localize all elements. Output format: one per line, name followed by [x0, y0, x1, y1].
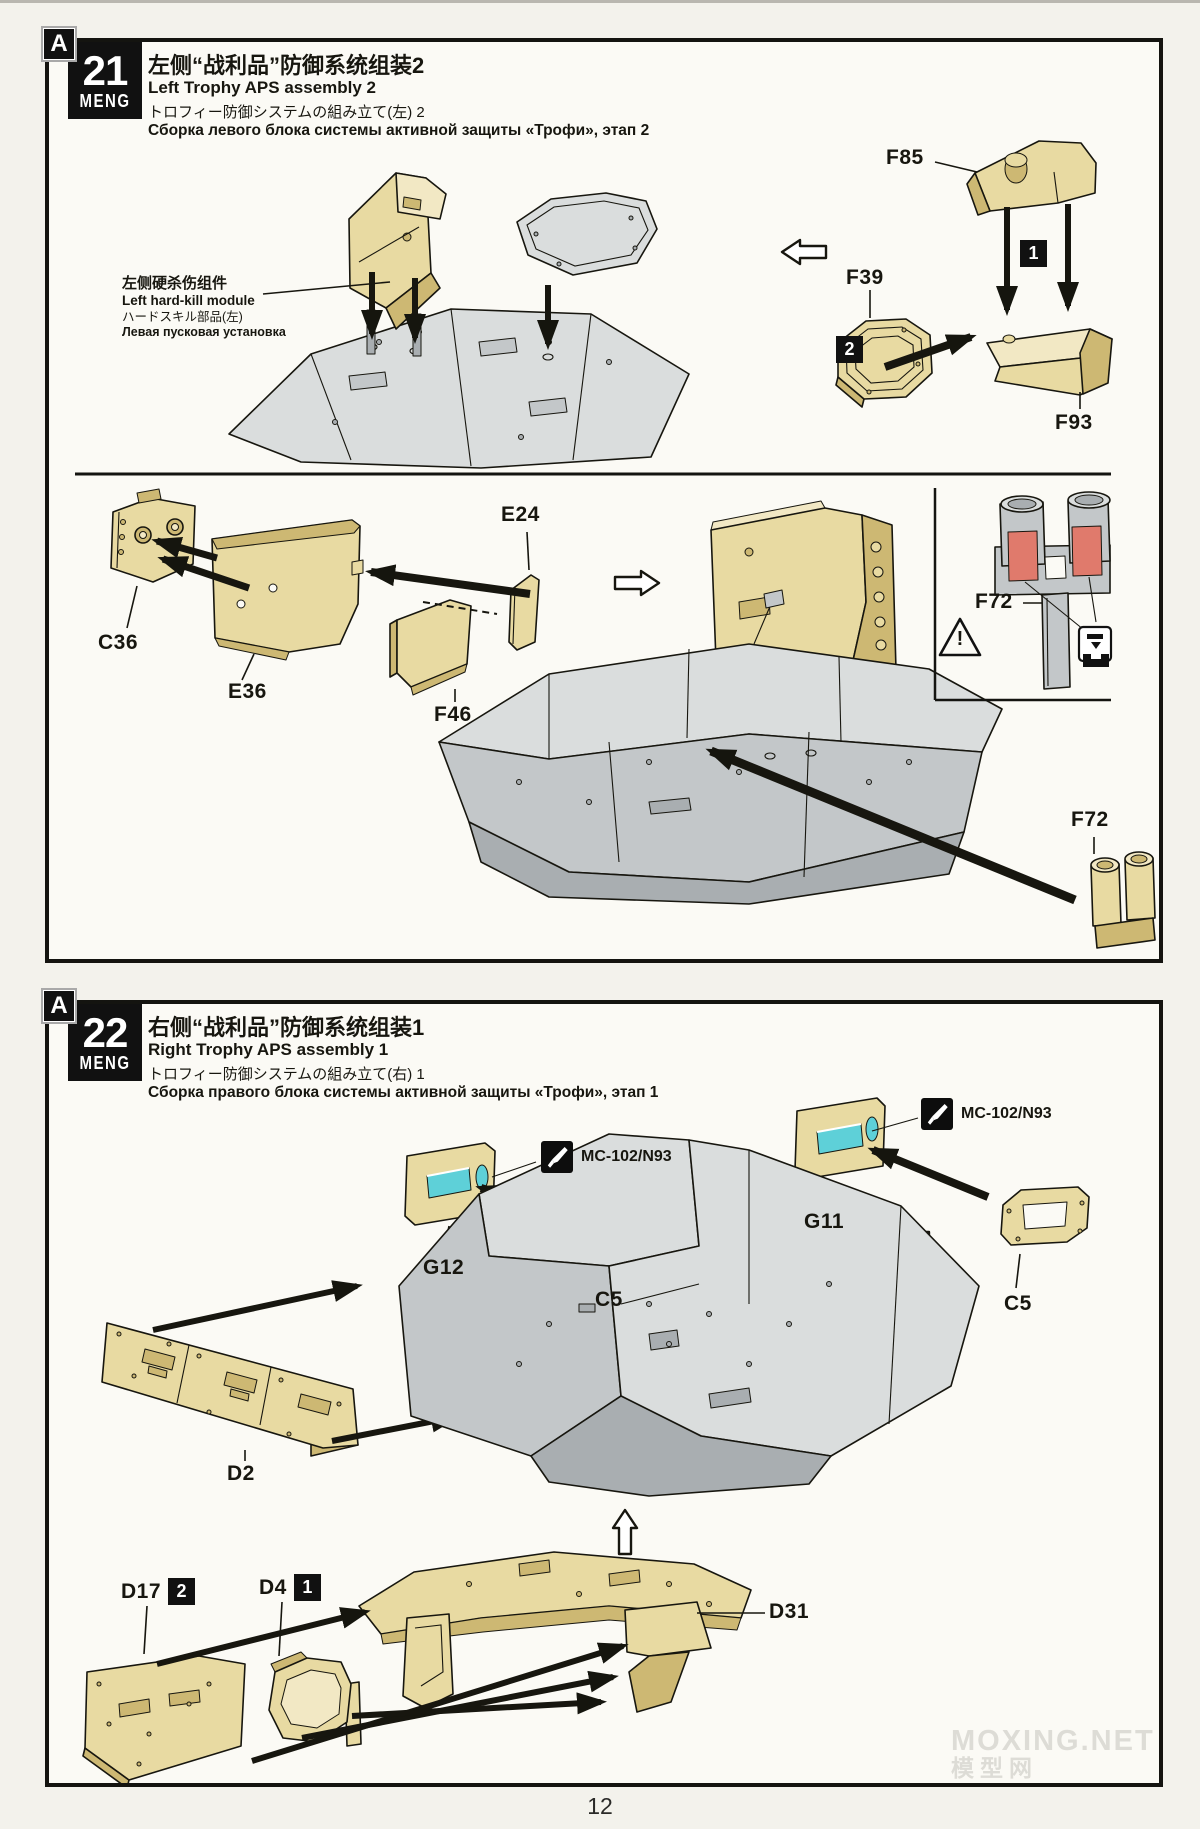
part-label-d17-row: D17 2 [121, 1578, 196, 1605]
step-21-panel: 21 MENG 左侧“战利品”防御系统组装2 Left Trophy APS a… [45, 38, 1163, 963]
step-title-zh: 右侧“战利品”防御系统组装1 [148, 1015, 425, 1040]
part-label-c5-right: C5 [1004, 1292, 1032, 1315]
step-21-illustration [75, 140, 1156, 949]
sequence-badge-1: 1 [1020, 240, 1047, 267]
part-e36-illustration [211, 519, 364, 661]
step-number: 21 [82, 47, 129, 94]
paint-code-label: MC-102/N93 [581, 1148, 672, 1165]
section-letter-badge: A [41, 988, 77, 1024]
part-g12-illustration [404, 1142, 496, 1226]
module-callout-ja: ハードスキル部品(左) [122, 309, 243, 324]
part-f72-illustration [1090, 851, 1156, 949]
lower-hull-assembly-illustration [358, 1551, 752, 1713]
part-label-d31: D31 [769, 1600, 810, 1623]
step-22-panel: 22 MENG 右侧“战利品”防御系统组装1 Right Trophy APS … [45, 1000, 1163, 1787]
paint-brush-icon [541, 1141, 573, 1173]
part-label-c5-left: C5 [595, 1288, 623, 1311]
part-label-e24: E24 [501, 503, 540, 526]
vehicle-hull-illustration [398, 1133, 980, 1497]
part-label-f93: F93 [1055, 411, 1093, 434]
scan-edge-artifact [0, 0, 1200, 3]
watermark: MOXING.NET 模型网 [951, 1726, 1155, 1781]
watermark-line1: MOXING.NET [951, 1725, 1155, 1757]
step-title-ru: Сборка левого блока системы активной защ… [148, 122, 650, 139]
step-title-en: Left Trophy APS assembly 2 [148, 78, 376, 97]
step-number: 22 [82, 1009, 129, 1056]
step-title-en: Right Trophy APS assembly 1 [148, 1040, 389, 1059]
part-f39-illustration [835, 318, 933, 408]
flow-arrow-left-icon [780, 238, 828, 266]
part-label-d17: D17 [121, 1579, 162, 1603]
part-e24-illustration [508, 574, 540, 651]
part-c5-left-illustration [567, 1197, 657, 1257]
part-label-f72: F72 [1071, 808, 1109, 831]
flow-arrow-down-icon [909, 1230, 937, 1278]
remove-part-from-sprue-icon [1077, 625, 1113, 667]
part-label-c36: C36 [98, 631, 139, 654]
assembled-module-illustration [710, 500, 897, 703]
sequence-badge-2: 2 [836, 336, 863, 363]
step-number-box: 22 MENG [68, 1004, 142, 1081]
f72-detail-box [933, 488, 1113, 702]
module-callout-ru: Левая пусковая установка [122, 325, 286, 340]
part-label-f39: F39 [846, 266, 884, 289]
section-letter-badge: A [41, 26, 77, 62]
step-number-box: 21 MENG [68, 42, 142, 119]
assembled-bracket-illustration [854, 1293, 952, 1335]
part-label-f46: F46 [434, 703, 472, 726]
section-letter: A [50, 992, 68, 1019]
brand-logo: MENG [79, 91, 131, 112]
step-title-ja: トロフィー防御システムの組み立て(左) 2 [148, 104, 425, 121]
part-f93-illustration [986, 328, 1113, 396]
part-label-e36: E36 [228, 680, 267, 703]
module-callout-zh: 左侧硬杀伤组件 [122, 275, 228, 292]
part-label-f72-detail: F72 [975, 590, 1013, 613]
vehicle-hull-illustration [438, 589, 1003, 905]
flow-arrow-right-icon [613, 569, 661, 597]
part-f46-illustration [389, 599, 472, 696]
paint-callout-g11: MC-102/N93 [921, 1098, 1052, 1130]
part-label-d4-row: D4 1 [259, 1574, 321, 1601]
step-title-zh: 左侧“战利品”防御系统组装2 [148, 53, 425, 78]
mounting-plate-illustration [516, 192, 658, 276]
warning-triangle-icon: ! [937, 616, 983, 658]
part-c36-illustration [110, 488, 196, 583]
flow-arrow-up-icon [611, 1508, 639, 1556]
step-title-ja: トロフィー防御システムの組み立て(右) 1 [148, 1066, 425, 1083]
flow-arrow-down-right-icon [713, 1220, 751, 1258]
module-callout: 左侧硬杀伤组件 Left hard-kill module ハードスキル部品(左… [122, 275, 286, 340]
brand-logo: MENG [79, 1053, 131, 1074]
strip-part-illustration [344, 1681, 362, 1747]
sequence-badge-2: 2 [168, 1578, 196, 1605]
part-label-f85: F85 [886, 146, 924, 169]
part-d17-illustration [82, 1655, 246, 1783]
left-hard-kill-module-illustration [348, 172, 447, 357]
part-d2-illustration [101, 1322, 359, 1457]
hull-roof-illustration [228, 308, 690, 469]
part-d4-illustration [268, 1651, 352, 1743]
warning-mark: ! [956, 628, 964, 650]
watermark-line2: 模型网 [951, 1755, 1038, 1782]
part-label-g11: G11 [804, 1210, 845, 1233]
part-c5-right-illustration [1000, 1186, 1090, 1246]
paint-callout-g12: MC-102/N93 [541, 1141, 672, 1173]
step-title-ru: Сборка правого блока системы активной за… [148, 1084, 659, 1101]
part-f85-illustration [966, 140, 1097, 216]
paint-brush-icon [921, 1098, 953, 1130]
page-number: 12 [587, 1793, 613, 1819]
part-label-g12: G12 [423, 1256, 465, 1279]
module-callout-en: Left hard-kill module [122, 293, 255, 309]
part-label-d2: D2 [227, 1462, 255, 1485]
sequence-badge-1: 1 [293, 1574, 321, 1601]
section-letter: A [50, 30, 68, 57]
part-g11-illustration [794, 1097, 886, 1180]
part-label-d4: D4 [259, 1575, 287, 1599]
paint-code-label: MC-102/N93 [961, 1105, 1052, 1122]
